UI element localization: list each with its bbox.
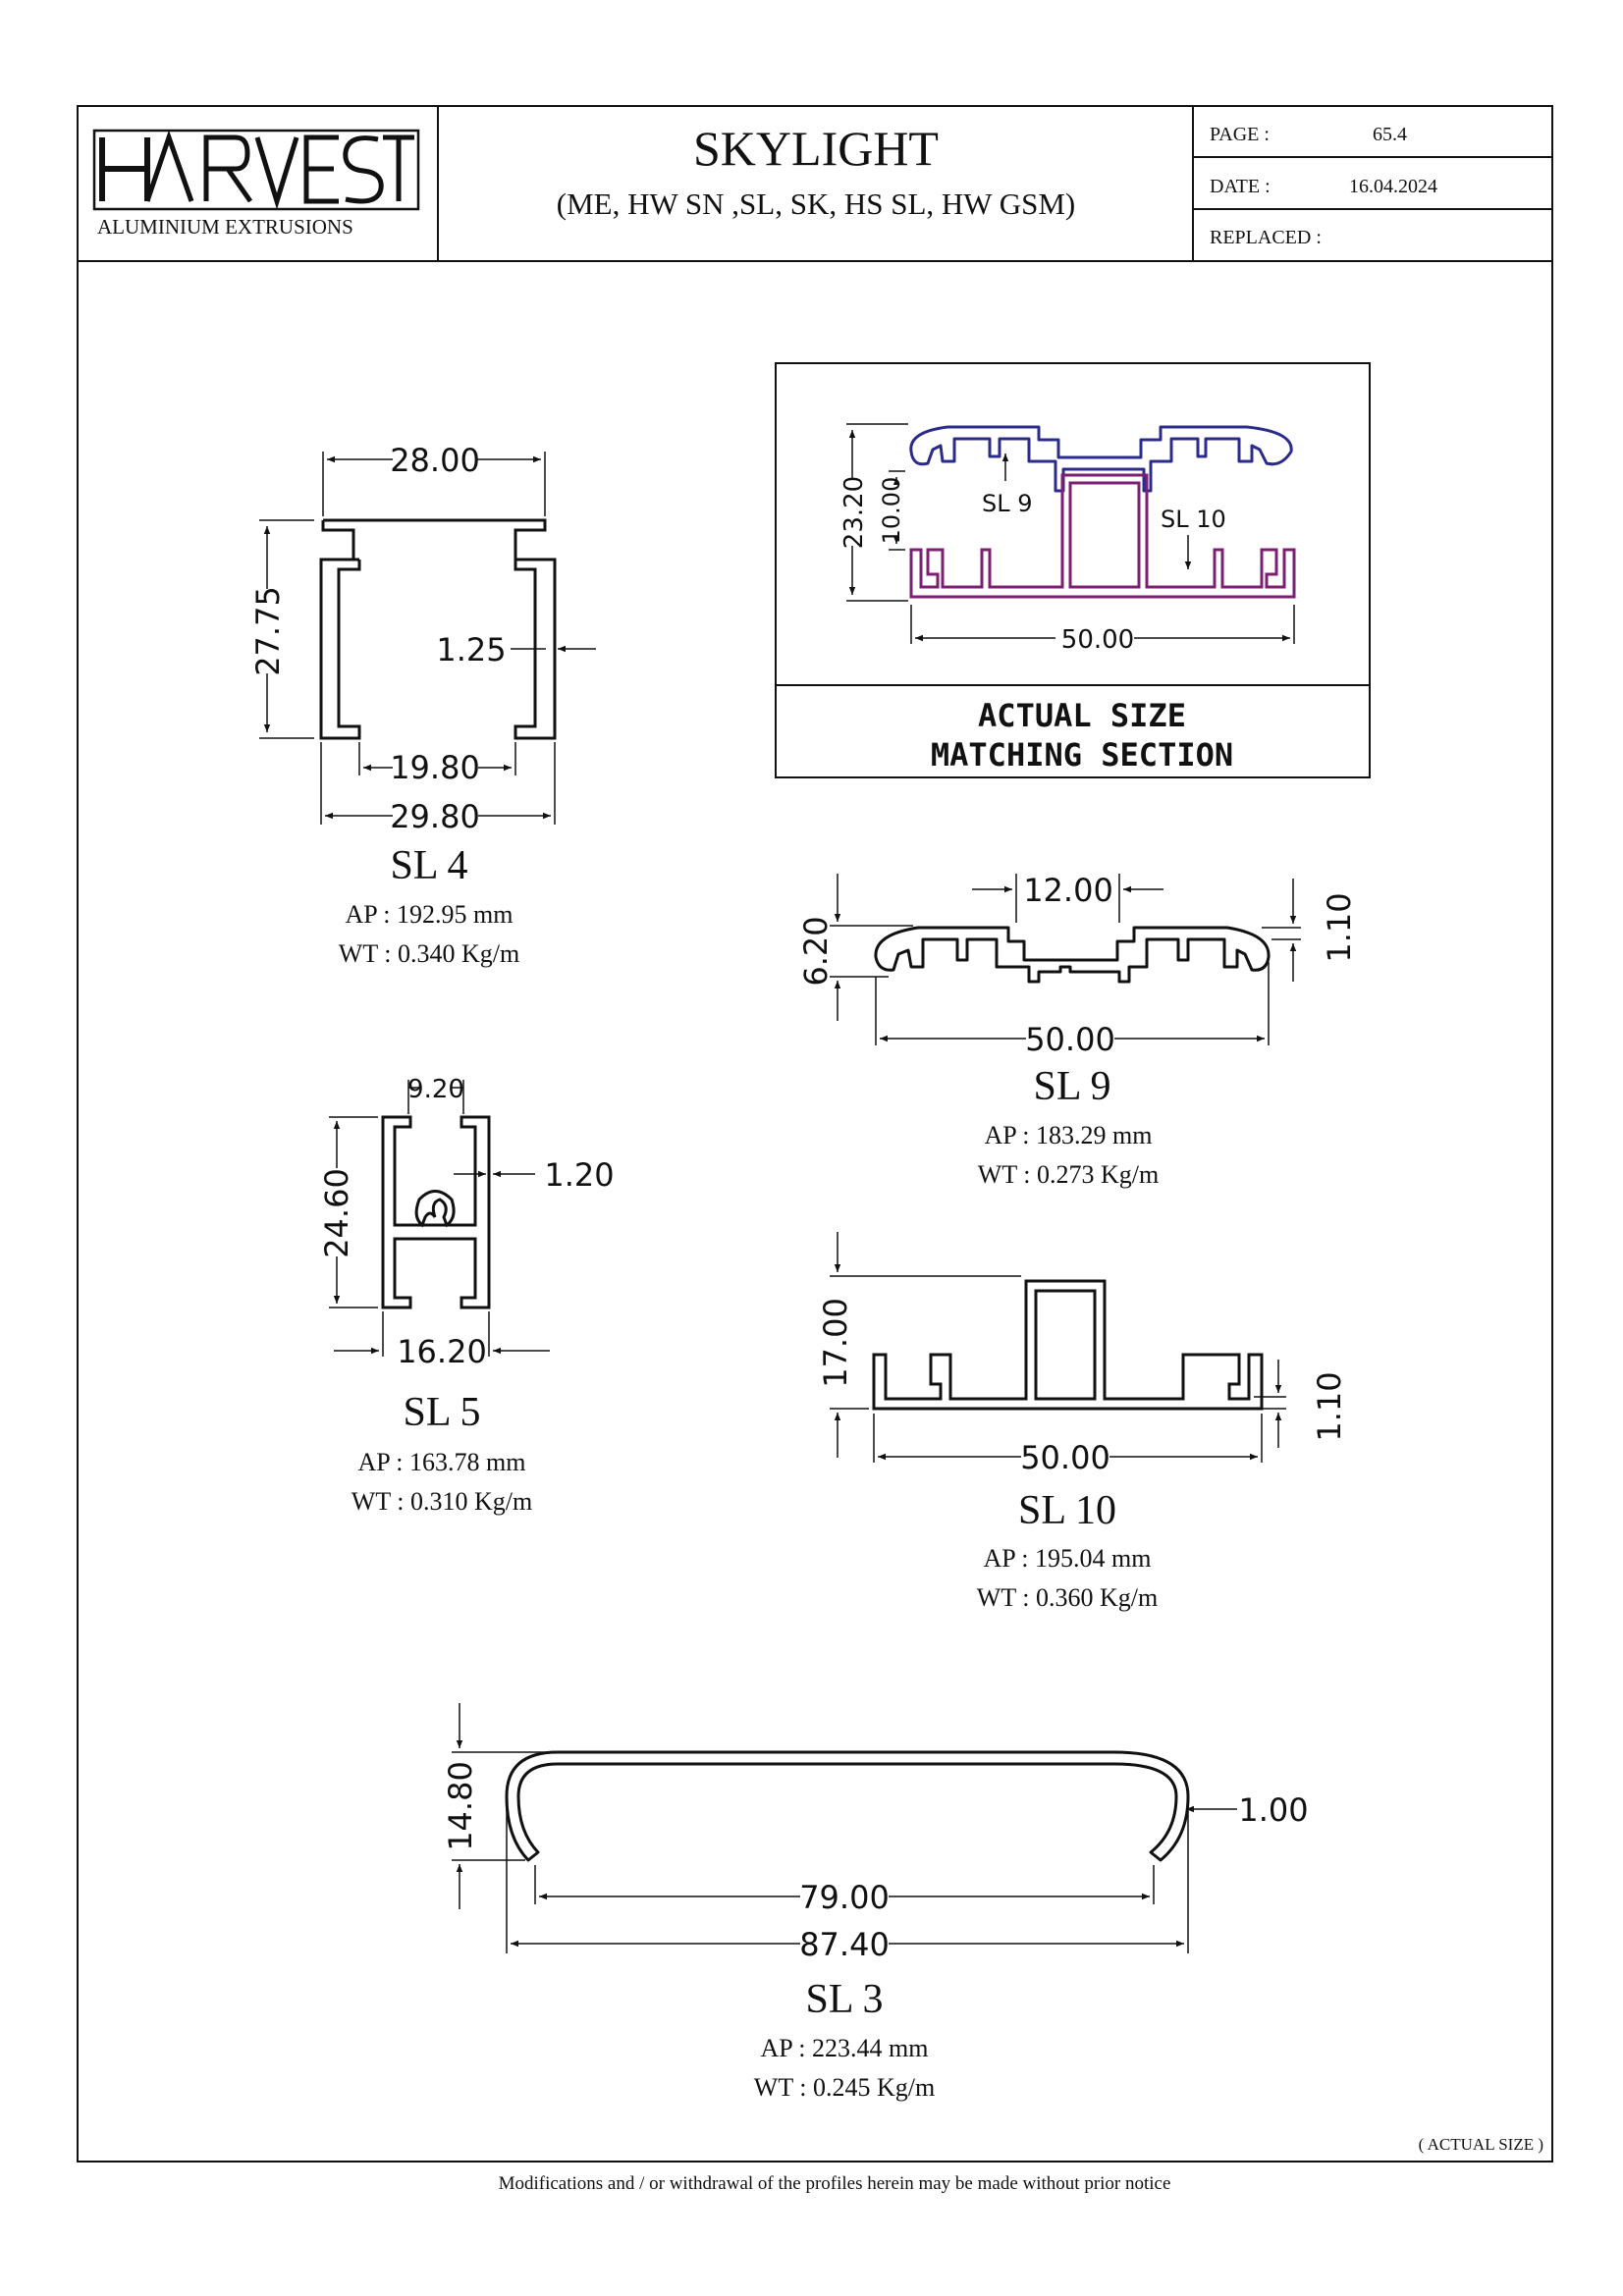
page-title: SKYLIGHT — [693, 121, 939, 176]
footer-disclaimer: Modifications and / or withdrawal of the… — [499, 2173, 1171, 2194]
page-subtitle: (ME, HW SN ,SL, SK, HS SL, HW GSM) — [557, 187, 1076, 221]
sl3-dim-inner-width: 79.00 — [799, 1879, 890, 1916]
sl10-wt: WT : 0.360 Kg/m — [977, 1583, 1158, 1612]
replaced-label: REPLACED : — [1210, 227, 1322, 248]
sl10-dimensions — [830, 1232, 1286, 1463]
sl4-dimensions — [259, 452, 596, 825]
sl4-dim-top-width: 28.00 — [390, 442, 480, 479]
sl5-dim-width: 16.20 — [397, 1333, 487, 1370]
matching-sl9-outline — [909, 425, 1293, 493]
sl3-ap: AP : 223.44 mm — [761, 2034, 929, 2062]
sl4-dim-opening: 19.80 — [390, 749, 480, 786]
matching-caption-line1: ACTUAL SIZE — [978, 697, 1186, 734]
sl5-wt: WT : 0.310 Kg/m — [352, 1487, 532, 1516]
sl4-dim-wall: 1.25 — [436, 631, 506, 668]
sl5-ap: AP : 163.78 mm — [358, 1448, 526, 1476]
sl10-dim-width: 50.00 — [1020, 1439, 1110, 1476]
sl9-profile — [874, 926, 1271, 984]
matching-dim-height-total: 23.20 — [839, 476, 869, 549]
sl5-dim-top: 9.20 — [407, 1075, 464, 1104]
matching-label-sl9: SL 9 — [982, 490, 1033, 517]
sl3-wt: WT : 0.245 Kg/m — [754, 2073, 935, 2102]
sl4-dim-height: 27.75 — [249, 586, 287, 676]
matching-sl10-outline — [909, 473, 1296, 599]
sl10-ap: AP : 195.04 mm — [984, 1544, 1152, 1573]
sl4-ap: AP : 192.95 mm — [346, 900, 514, 929]
sl4-wt: WT : 0.340 Kg/m — [339, 939, 519, 968]
matching-dim-height-upper: 10.00 — [878, 477, 905, 545]
actual-size-note: ( ACTUAL SIZE ) — [1419, 2135, 1543, 2154]
page-border — [77, 105, 1553, 2163]
sl4-dim-width: 29.80 — [390, 798, 480, 835]
sl9-name: SL 9 — [1034, 1064, 1111, 1109]
matching-dim-width: 50.00 — [1061, 625, 1134, 655]
company-subtitle: ALUMINIUM EXTRUSIONS — [97, 215, 353, 239]
sl9-dim-height: 6.20 — [797, 916, 835, 986]
sl10-name: SL 10 — [1018, 1488, 1116, 1533]
matching-dimensions — [846, 423, 1295, 644]
sl5-dim-height: 24.60 — [318, 1168, 355, 1258]
sl10-dim-wall: 1.10 — [1311, 1371, 1348, 1441]
sl10-profile — [872, 1279, 1264, 1411]
sl3-profile — [505, 1750, 1190, 1862]
matching-caption-line2: MATCHING SECTION — [931, 736, 1233, 774]
sl9-wt: WT : 0.273 Kg/m — [978, 1160, 1159, 1189]
sl9-dim-slot: 12.00 — [1023, 872, 1113, 909]
sl5-profile — [381, 1115, 491, 1309]
date-label: DATE : — [1210, 176, 1271, 197]
sl3-dimensions — [452, 1703, 1237, 1953]
sl3-dim-wall: 1.00 — [1238, 1791, 1308, 1829]
sl5-dimensions — [329, 1080, 550, 1357]
title-block — [77, 105, 1553, 2163]
page-value: 65.4 — [1373, 124, 1407, 145]
sl9-dim-wall: 1.10 — [1321, 892, 1358, 962]
sl10-dim-height: 17.00 — [817, 1298, 854, 1388]
sl4-name: SL 4 — [391, 843, 468, 888]
sl9-dimensions — [830, 874, 1301, 1045]
sl5-name: SL 5 — [404, 1390, 481, 1435]
sl9-dim-width: 50.00 — [1025, 1021, 1115, 1058]
sl3-name: SL 3 — [806, 1977, 884, 2022]
matching-label-sl10: SL 10 — [1161, 506, 1226, 533]
sl5-dim-wall: 1.20 — [544, 1156, 614, 1194]
sl3-dim-outer-width: 87.40 — [799, 1926, 890, 1963]
sl9-ap: AP : 183.29 mm — [985, 1121, 1153, 1149]
date-value: 16.04.2024 — [1349, 176, 1437, 197]
harvest-logo — [92, 129, 420, 211]
sl4-profile — [319, 518, 557, 740]
page-label: PAGE : — [1210, 124, 1270, 145]
matching-section-box — [775, 362, 1371, 778]
sl3-dim-height: 14.80 — [442, 1761, 479, 1851]
